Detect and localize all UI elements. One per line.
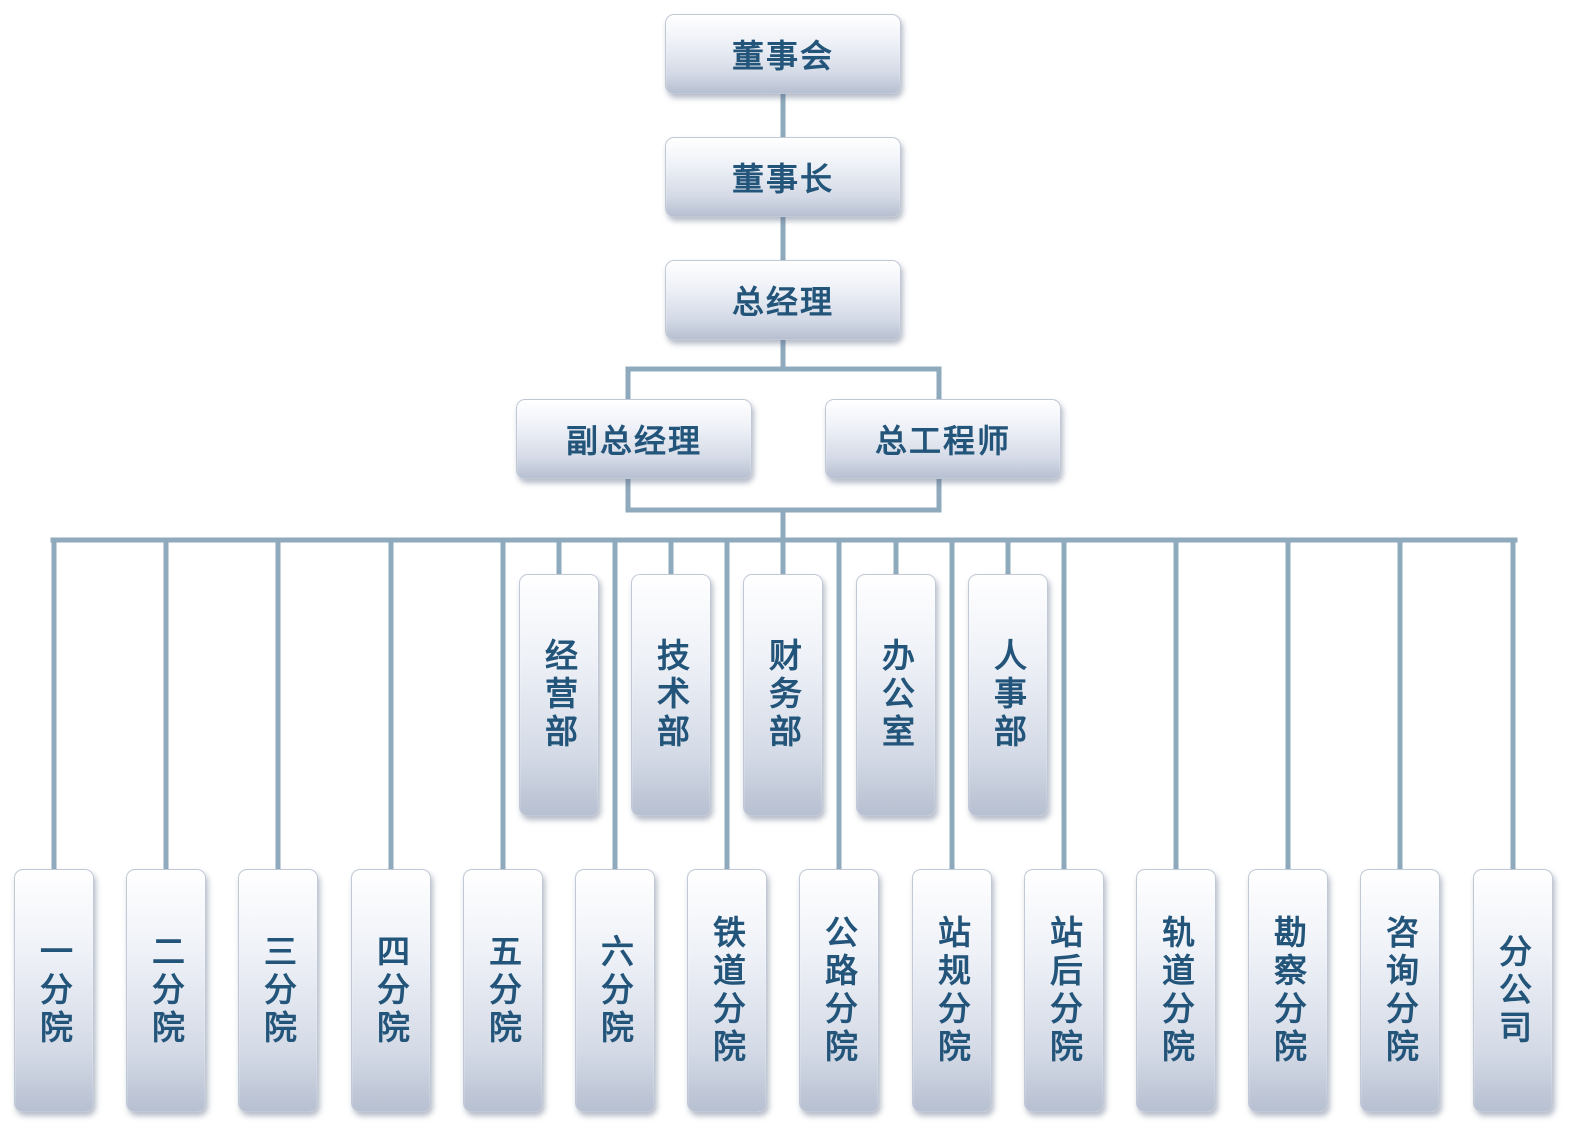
node-department-5: 人事部 [968, 574, 1048, 816]
node-general-manager: 总经理 [665, 260, 901, 340]
node-branch-9: 站规分院 [912, 869, 992, 1112]
node-branch-4: 四分院 [351, 869, 431, 1112]
node-branch-1: 一分院 [14, 869, 94, 1112]
node-chairman: 董事长 [665, 137, 901, 217]
node-branch-5: 五分院 [463, 869, 543, 1112]
node-board: 董事会 [665, 14, 901, 94]
node-branch-6: 六分院 [575, 869, 655, 1112]
node-department-1: 经营部 [519, 574, 599, 816]
node-branch-8: 公路分院 [799, 869, 879, 1112]
node-department-2: 技术部 [631, 574, 711, 816]
node-chief-engineer: 总工程师 [825, 399, 1061, 479]
node-branch-14: 分公司 [1473, 869, 1553, 1112]
node-branch-11: 轨道分院 [1136, 869, 1216, 1112]
node-deputy-gm: 副总经理 [516, 399, 752, 479]
node-branch-13: 咨询分院 [1360, 869, 1440, 1112]
node-branch-10: 站后分院 [1024, 869, 1104, 1112]
node-department-3: 财务部 [743, 574, 823, 816]
node-department-4: 办公室 [856, 574, 936, 816]
node-branch-7: 铁道分院 [687, 869, 767, 1112]
node-branch-2: 二分院 [126, 869, 206, 1112]
node-branch-12: 勘察分院 [1248, 869, 1328, 1112]
node-branch-3: 三分院 [238, 869, 318, 1112]
